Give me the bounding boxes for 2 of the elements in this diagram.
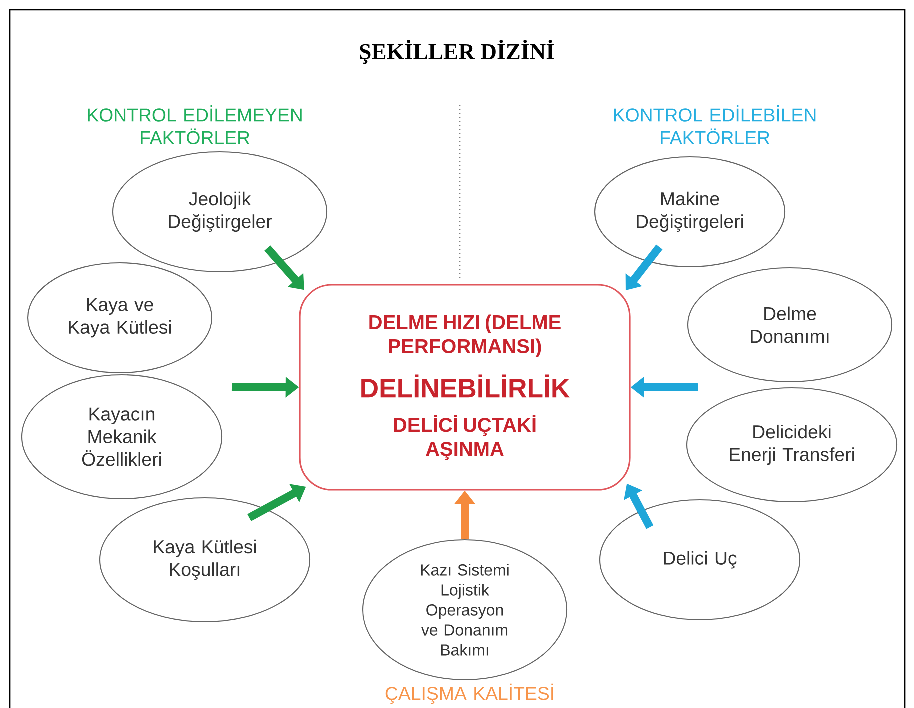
rounded-box: DELME HIZI (DELME PERFORMANSI) DELİNEBİLİRLİK DELİCİ UÇTAKİ AŞINMA [299,284,631,491]
title: ŞEKİLLER DİZİNİ [360,40,554,64]
